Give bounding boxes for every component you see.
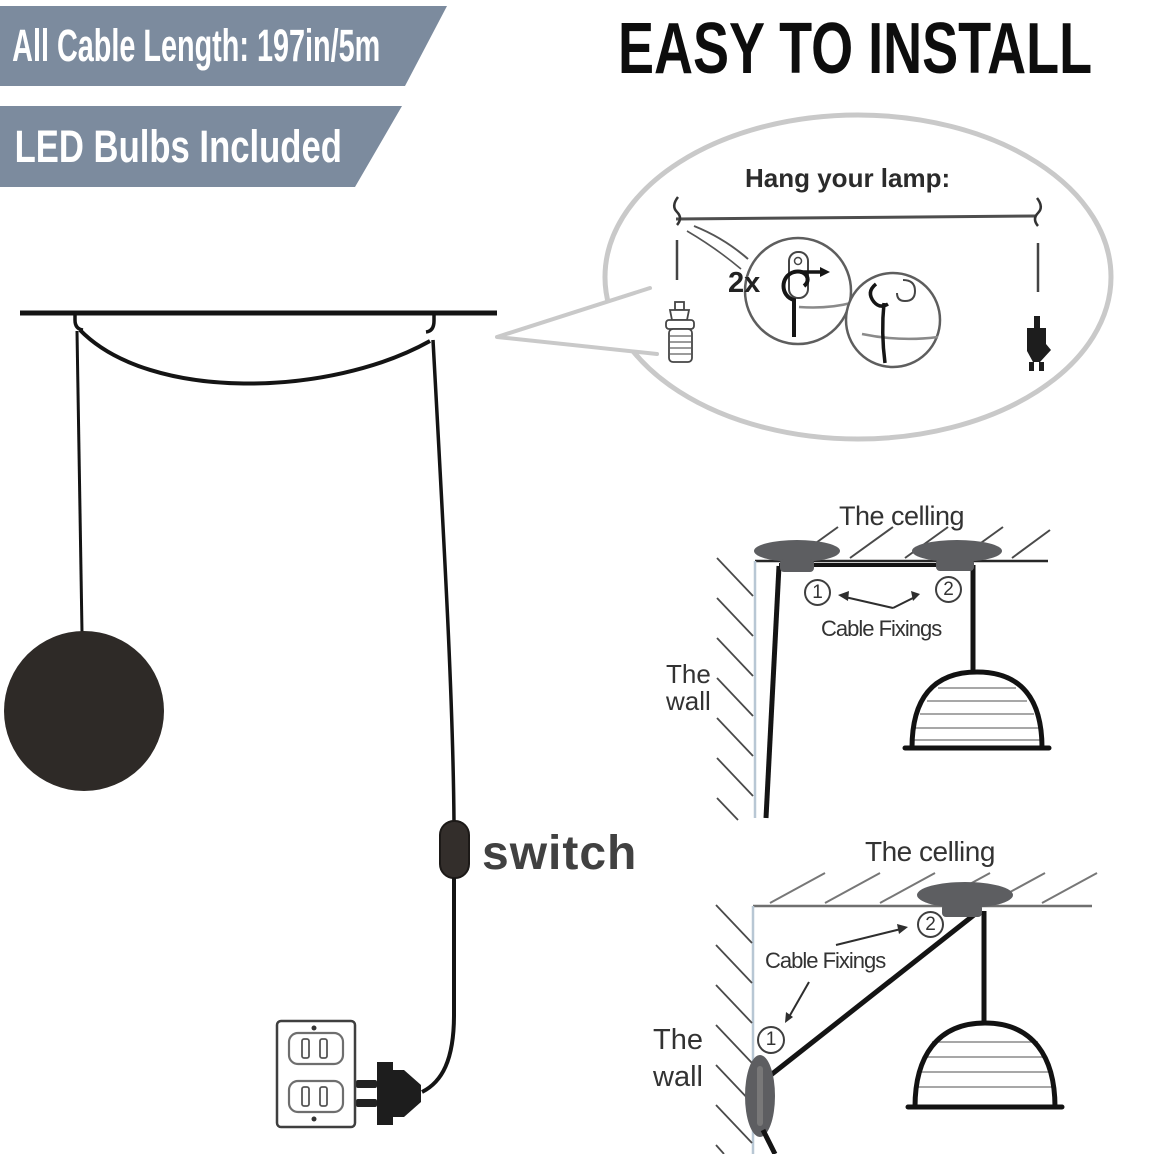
bubble-plug-icon (1027, 316, 1051, 371)
callout-line (693, 225, 749, 260)
bubble-straight-cable (675, 214, 1037, 221)
left-drop-cable (75, 330, 84, 633)
led-bulbs-text: LED Bulbs Included (14, 120, 342, 172)
bubble-hook-right-icon (1033, 197, 1042, 227)
hook-detail-inset-1 (743, 236, 853, 346)
power-plug-icon (356, 1062, 421, 1125)
fixings-arrows (838, 591, 920, 609)
cable-fixing-1 (754, 540, 840, 562)
cable-length-banner: All Cable Length: 197in/5m (0, 6, 447, 86)
lampshade (902, 669, 1052, 751)
wall-hatching (716, 557, 754, 821)
bubble-title: Hang your lamp: (745, 163, 951, 193)
hang-your-lamp-bubble (495, 112, 1114, 442)
lamp-socket-icon (665, 301, 695, 363)
cable-below-fixing (760, 1128, 778, 1154)
ceiling-hook-left-icon (73, 313, 84, 332)
diagram1-step-1-badge: 1 (804, 579, 831, 606)
hook-count-label: 2x (728, 267, 761, 299)
pendant-lamp-drawing (4, 310, 497, 1129)
lampshade (905, 1020, 1065, 1110)
right-drop-cable (431, 339, 456, 823)
hook-detail-inset-2 (844, 271, 942, 369)
inline-switch-icon (439, 820, 470, 879)
diagonal-cable (765, 909, 981, 1080)
bubble-ellipse (602, 112, 1114, 442)
diagram2-step-1-badge: 1 (757, 1026, 785, 1054)
bubble-hook-left-icon (673, 196, 682, 226)
bubble-tail (497, 288, 657, 354)
diagram1-wall-label: The wall (666, 659, 711, 717)
draped-cable (78, 328, 431, 386)
wall-cable (763, 565, 782, 819)
install-diagram-angled (715, 872, 1098, 1154)
ceiling-hook-right-icon (425, 313, 436, 334)
led-bulbs-banner: LED Bulbs Included (0, 106, 402, 187)
diagram1-fixings-label: Cable Fixings (821, 616, 942, 641)
diagram2-wall-label: The wall (653, 1024, 703, 1093)
pendant-globe (4, 631, 164, 791)
cable-to-plug (421, 878, 456, 1094)
diagram1-step-2-badge: 2 (935, 576, 962, 603)
switch-label: switch (482, 827, 638, 880)
wall-hatching (715, 904, 753, 1154)
install-diagram-straight (716, 526, 1052, 821)
diagram1-ceiling-label: The celling (839, 501, 965, 531)
diagram2-step-2-badge: 2 (917, 911, 944, 938)
cable-fixing-2 (912, 540, 1002, 562)
fixings-arrows (785, 924, 908, 1023)
wall-outlet-icon (275, 1019, 357, 1129)
cable-length-text: All Cable Length: 197in/5m (12, 20, 381, 71)
page-title: EASY TO INSTALL (618, 9, 1093, 89)
diagram2-fixings-label: Cable Fixings (765, 948, 886, 973)
ceiling-cable-fixing (917, 882, 1013, 908)
diagram2-ceiling-label: The celling (865, 836, 995, 867)
